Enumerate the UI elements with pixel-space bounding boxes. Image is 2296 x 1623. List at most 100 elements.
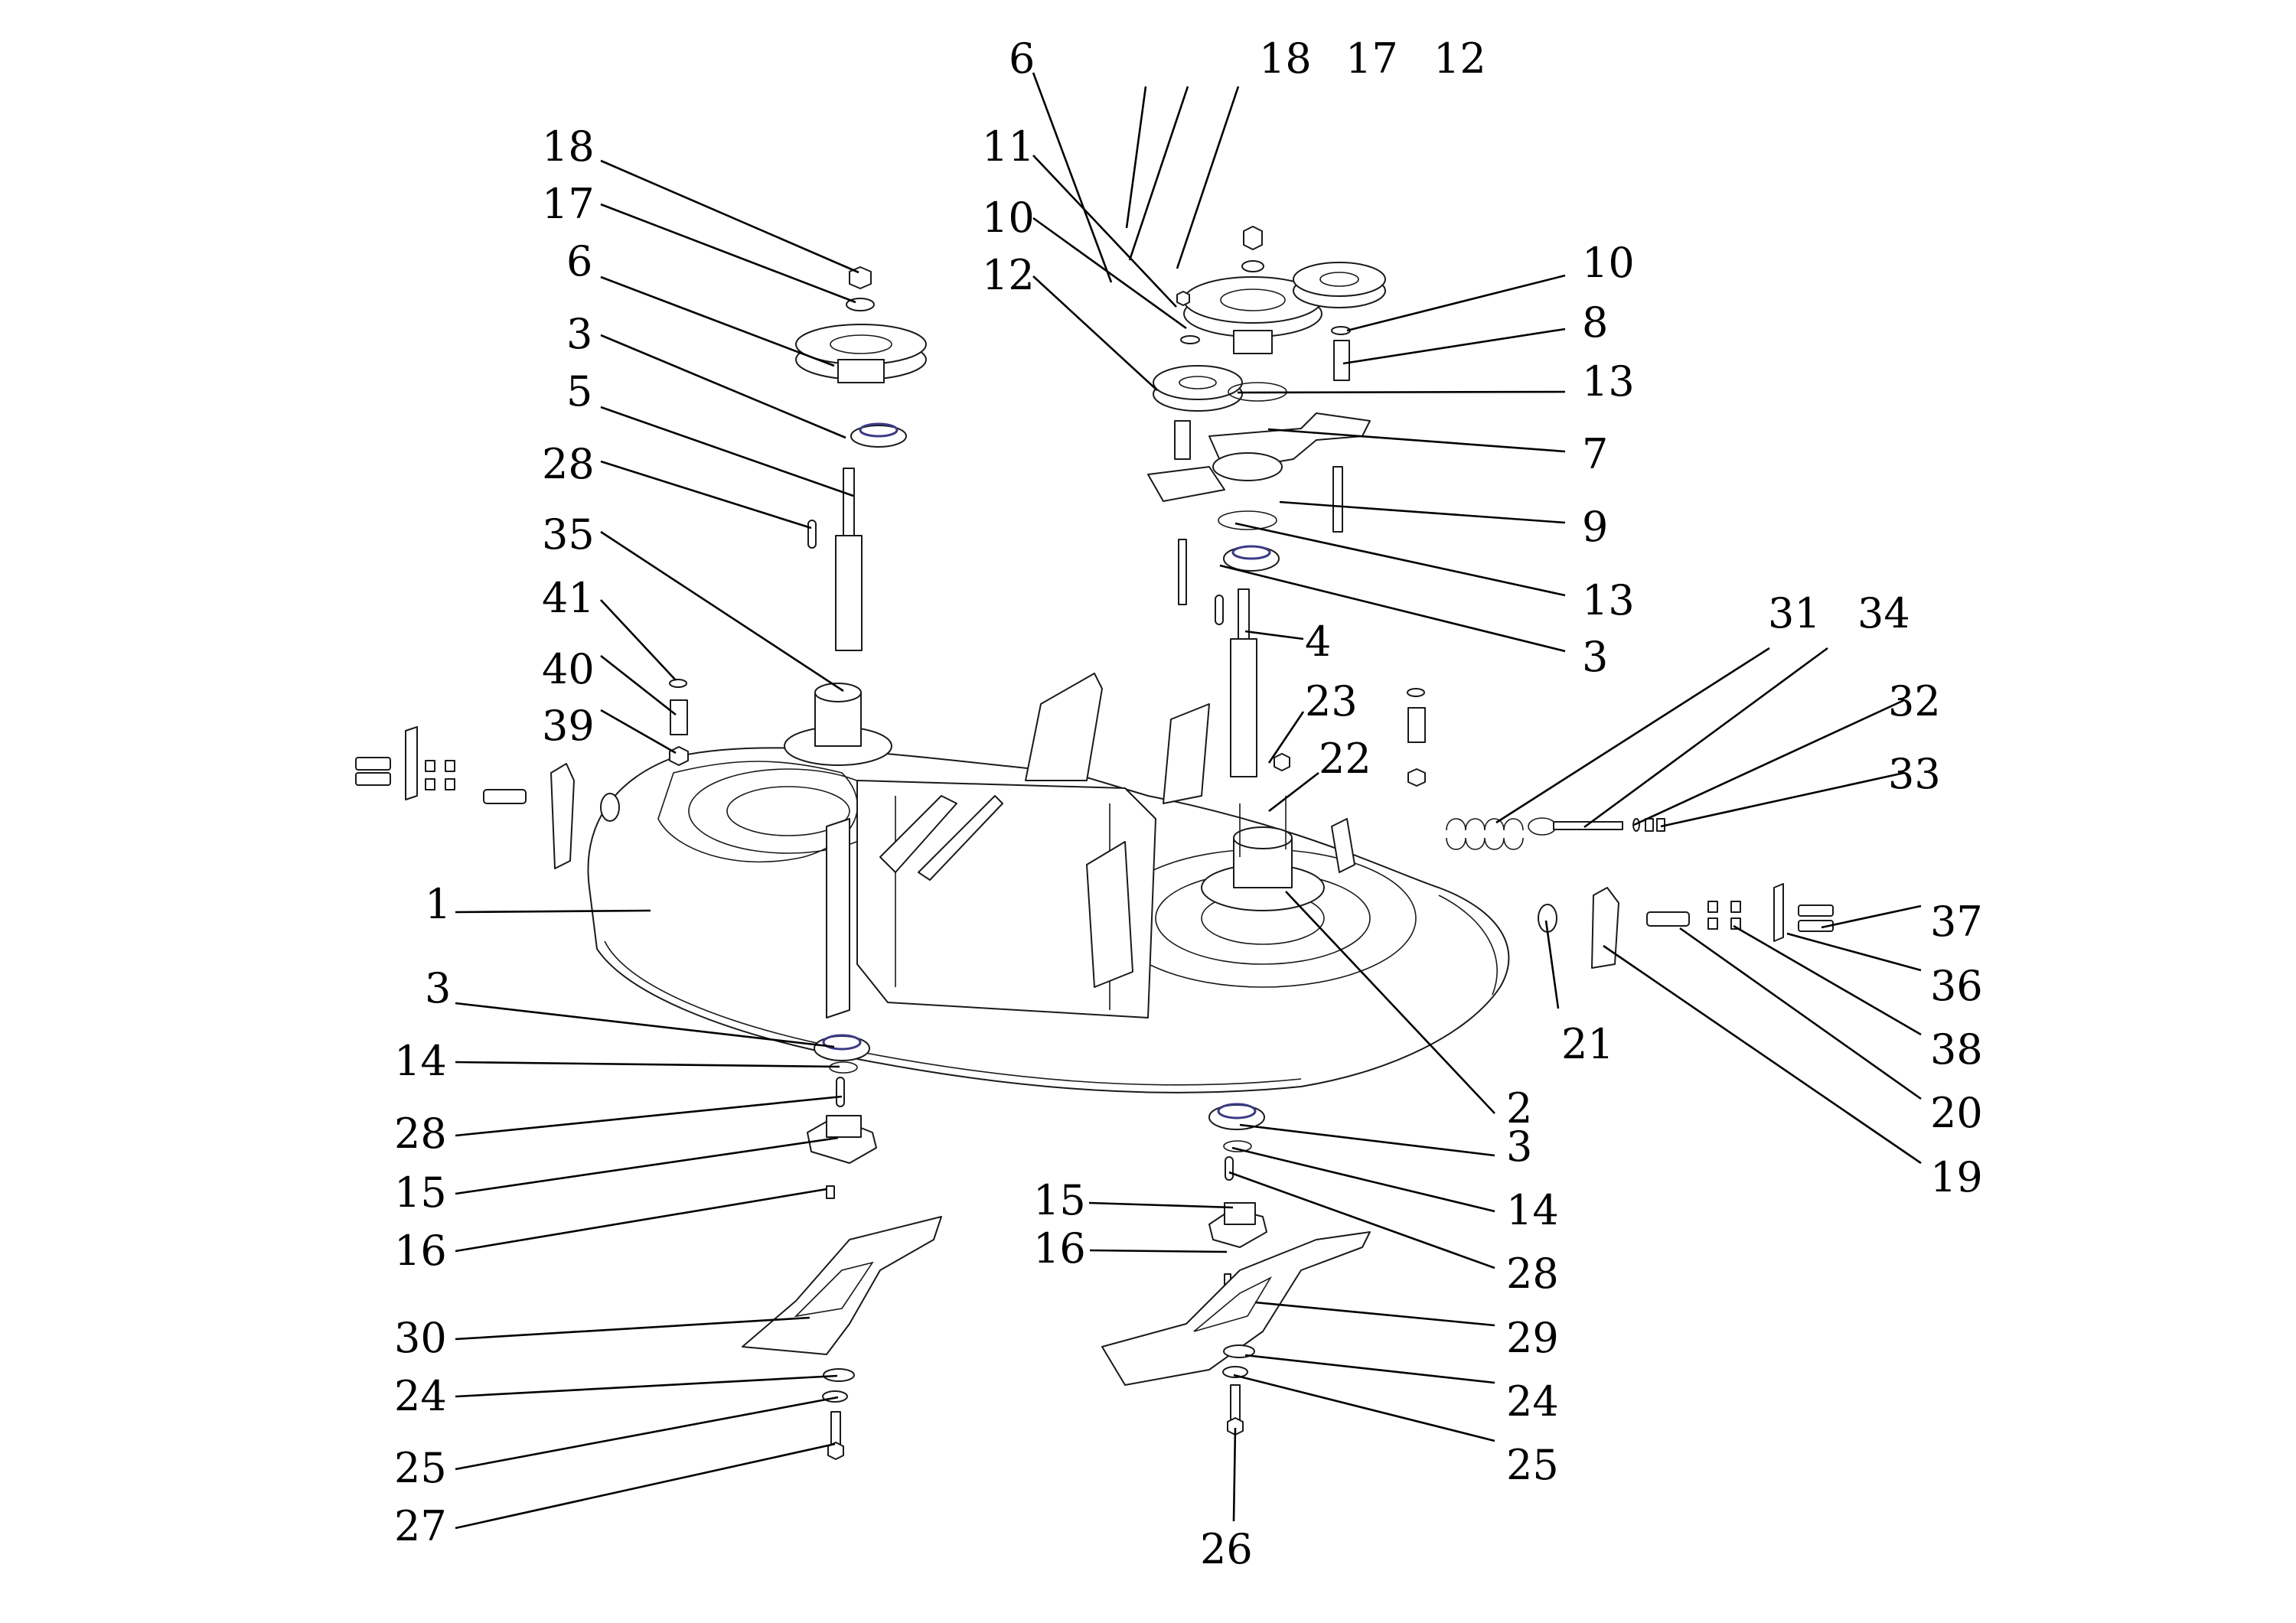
callout-14: 14 <box>394 1037 447 1085</box>
callout-15: 15 <box>1033 1176 1086 1224</box>
circlip-14-right <box>1223 1140 1252 1152</box>
shaft-4 <box>1238 588 1250 644</box>
callout-19: 19 <box>1930 1153 1983 1201</box>
callout-33: 33 <box>1888 750 1941 798</box>
callout-2: 2 <box>1506 1084 1532 1133</box>
o-ring-41 <box>669 679 687 688</box>
callout-11: 11 <box>982 122 1035 171</box>
right-hanger-hardware <box>1538 883 1834 969</box>
callout-6: 6 <box>1009 34 1035 83</box>
bracket-36 <box>1773 883 1784 942</box>
blade-30 <box>742 1216 942 1355</box>
callout-labels: 18 17 6 3 5 28 35 41 40 39 1 3 14 28 15 … <box>394 34 1983 1573</box>
eye-bolt-34 <box>1553 821 1623 830</box>
callout-26: 26 <box>1200 1525 1253 1573</box>
callout-20: 20 <box>1930 1089 1983 1137</box>
nozzle-40 <box>670 699 688 735</box>
callout-22: 22 <box>1319 735 1371 783</box>
bolt-left <box>1178 539 1187 605</box>
callout-23: 23 <box>1305 677 1358 725</box>
callout-10: 10 <box>1582 239 1635 287</box>
callout-24: 24 <box>394 1372 447 1420</box>
spacer-8 <box>1333 340 1350 381</box>
callout-14: 14 <box>1506 1186 1559 1234</box>
nut-39 <box>669 746 689 766</box>
key-28-left <box>807 520 817 549</box>
callout-28: 28 <box>542 440 595 488</box>
callout-5: 5 <box>566 367 592 416</box>
spring-31 <box>1446 818 1524 831</box>
bolt-37a <box>1798 904 1834 917</box>
callout-9: 9 <box>1582 503 1608 551</box>
nozzle-right <box>1407 707 1426 743</box>
key-28-right <box>1225 1156 1234 1181</box>
callout-32: 32 <box>1888 677 1941 725</box>
callout-12: 12 <box>1433 34 1486 83</box>
idler-assembly <box>1147 226 1426 787</box>
callout-1: 1 <box>425 880 451 928</box>
callout-40: 40 <box>542 645 595 693</box>
callout-6: 6 <box>566 237 592 285</box>
bolt-26 <box>1230 1384 1241 1423</box>
callout-10: 10 <box>982 194 1035 242</box>
callout-16: 16 <box>1033 1224 1086 1273</box>
washer-24-left <box>823 1368 855 1382</box>
pin-16-left <box>826 1185 835 1199</box>
blade-29 <box>1101 1231 1371 1386</box>
left-spindle-stack <box>669 266 927 766</box>
callout-27: 27 <box>394 1502 447 1550</box>
nut-18-right <box>1243 226 1263 250</box>
washer-10-left <box>1180 335 1200 344</box>
mower-deck <box>587 673 1510 1093</box>
callout-37: 37 <box>1930 898 1983 946</box>
bolt-9 <box>1332 466 1343 533</box>
washer-17-right <box>1241 260 1264 272</box>
callout-13: 13 <box>1582 576 1635 624</box>
callout-31: 31 <box>1768 589 1821 637</box>
nut-23 <box>1274 753 1290 771</box>
nut-33a <box>1645 818 1654 832</box>
spacer-left <box>1174 420 1191 460</box>
callout-21: 21 <box>1561 1020 1614 1068</box>
callout-7: 7 <box>1582 430 1608 478</box>
callout-8: 8 <box>1582 298 1608 347</box>
callout-3: 3 <box>1506 1123 1532 1171</box>
bolt-27 <box>830 1411 841 1447</box>
callout-15: 15 <box>394 1168 447 1217</box>
callout-41: 41 <box>542 574 595 622</box>
nut-11 <box>1176 291 1190 306</box>
callout-35: 35 <box>542 510 595 559</box>
callout-29: 29 <box>1506 1314 1559 1362</box>
callout-12: 12 <box>982 251 1035 299</box>
key-28-left-bottom <box>836 1077 845 1107</box>
callout-13: 13 <box>1582 357 1635 406</box>
callout-18: 18 <box>1259 34 1312 83</box>
tension-spring-assembly <box>1446 817 1665 850</box>
key-right-top <box>1215 595 1224 625</box>
callout-25: 25 <box>394 1444 447 1492</box>
lock-washer-25-right <box>1222 1366 1248 1378</box>
circlip-13-bottom <box>1218 510 1277 530</box>
o-ring-right <box>1407 688 1425 697</box>
callout-17: 17 <box>1345 34 1398 83</box>
leader-lines <box>455 72 1922 1530</box>
callout-36: 36 <box>1930 962 1983 1010</box>
callout-28: 28 <box>1506 1250 1559 1298</box>
callout-17: 17 <box>542 180 595 228</box>
callout-38: 38 <box>1930 1025 1983 1074</box>
callout-34: 34 <box>1857 589 1910 637</box>
callout-24: 24 <box>1506 1377 1559 1426</box>
callout-4: 4 <box>1305 618 1331 666</box>
plate-19 <box>1591 887 1619 969</box>
callout-30: 30 <box>394 1314 447 1362</box>
callout-3: 3 <box>566 310 592 358</box>
callout-18: 18 <box>542 122 595 171</box>
callout-25: 25 <box>1506 1441 1559 1489</box>
callout-3: 3 <box>425 964 451 1012</box>
nut-18-left <box>849 266 872 289</box>
callout-39: 39 <box>542 702 595 750</box>
callout-16: 16 <box>394 1227 447 1275</box>
callout-3: 3 <box>1582 633 1608 681</box>
left-blade-stack <box>742 1034 942 1460</box>
